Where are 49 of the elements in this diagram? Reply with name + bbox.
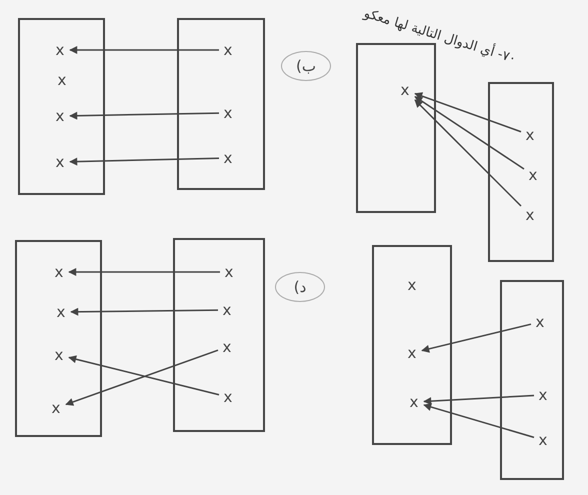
arrow [69,46,219,54]
set-box [14,240,102,436]
element-mark: x [405,277,419,293]
arrow [69,157,220,166]
circled-label: د) [275,272,325,302]
element-mark: x [398,82,412,98]
element-mark: x [221,150,235,166]
set-box [18,18,104,194]
element-mark: x [526,167,540,183]
element-mark: x [536,432,550,448]
element-mark: x [536,387,550,403]
element-mark: x [407,394,421,410]
element-mark: x [49,400,63,416]
arrow [414,96,524,170]
arrow [423,394,534,406]
set-box [488,82,554,262]
element-mark: x [405,345,419,361]
arrow [423,403,534,438]
arrow [68,268,220,276]
element-mark: x [222,264,236,280]
element-mark: x [221,42,235,58]
element-mark: x [53,108,67,124]
circled-label: ب) [281,51,331,81]
set-box [372,245,452,445]
element-mark: x [54,304,68,320]
element-mark: x [533,314,547,330]
element-mark: x [220,302,234,318]
arrow [421,323,532,353]
arrow [69,112,220,120]
arrow [68,355,220,396]
set-box [173,238,265,432]
set-box [500,280,564,480]
element-mark: x [52,264,66,280]
arrow [65,350,218,406]
set-box [356,43,436,213]
element-mark: x [220,339,234,355]
element-mark: x [53,154,67,170]
set-box [177,18,265,190]
element-mark: x [523,207,537,223]
arrow [414,92,522,132]
element-mark: x [53,42,67,58]
element-mark: x [221,105,235,121]
arrow [414,99,522,207]
element-mark: x [55,72,69,88]
element-mark: x [52,347,66,363]
element-mark: x [523,127,537,143]
element-mark: x [221,389,235,405]
question-text: ٧٠- أي الدوال التالية لها معكو [362,6,518,66]
arrow [70,308,218,316]
